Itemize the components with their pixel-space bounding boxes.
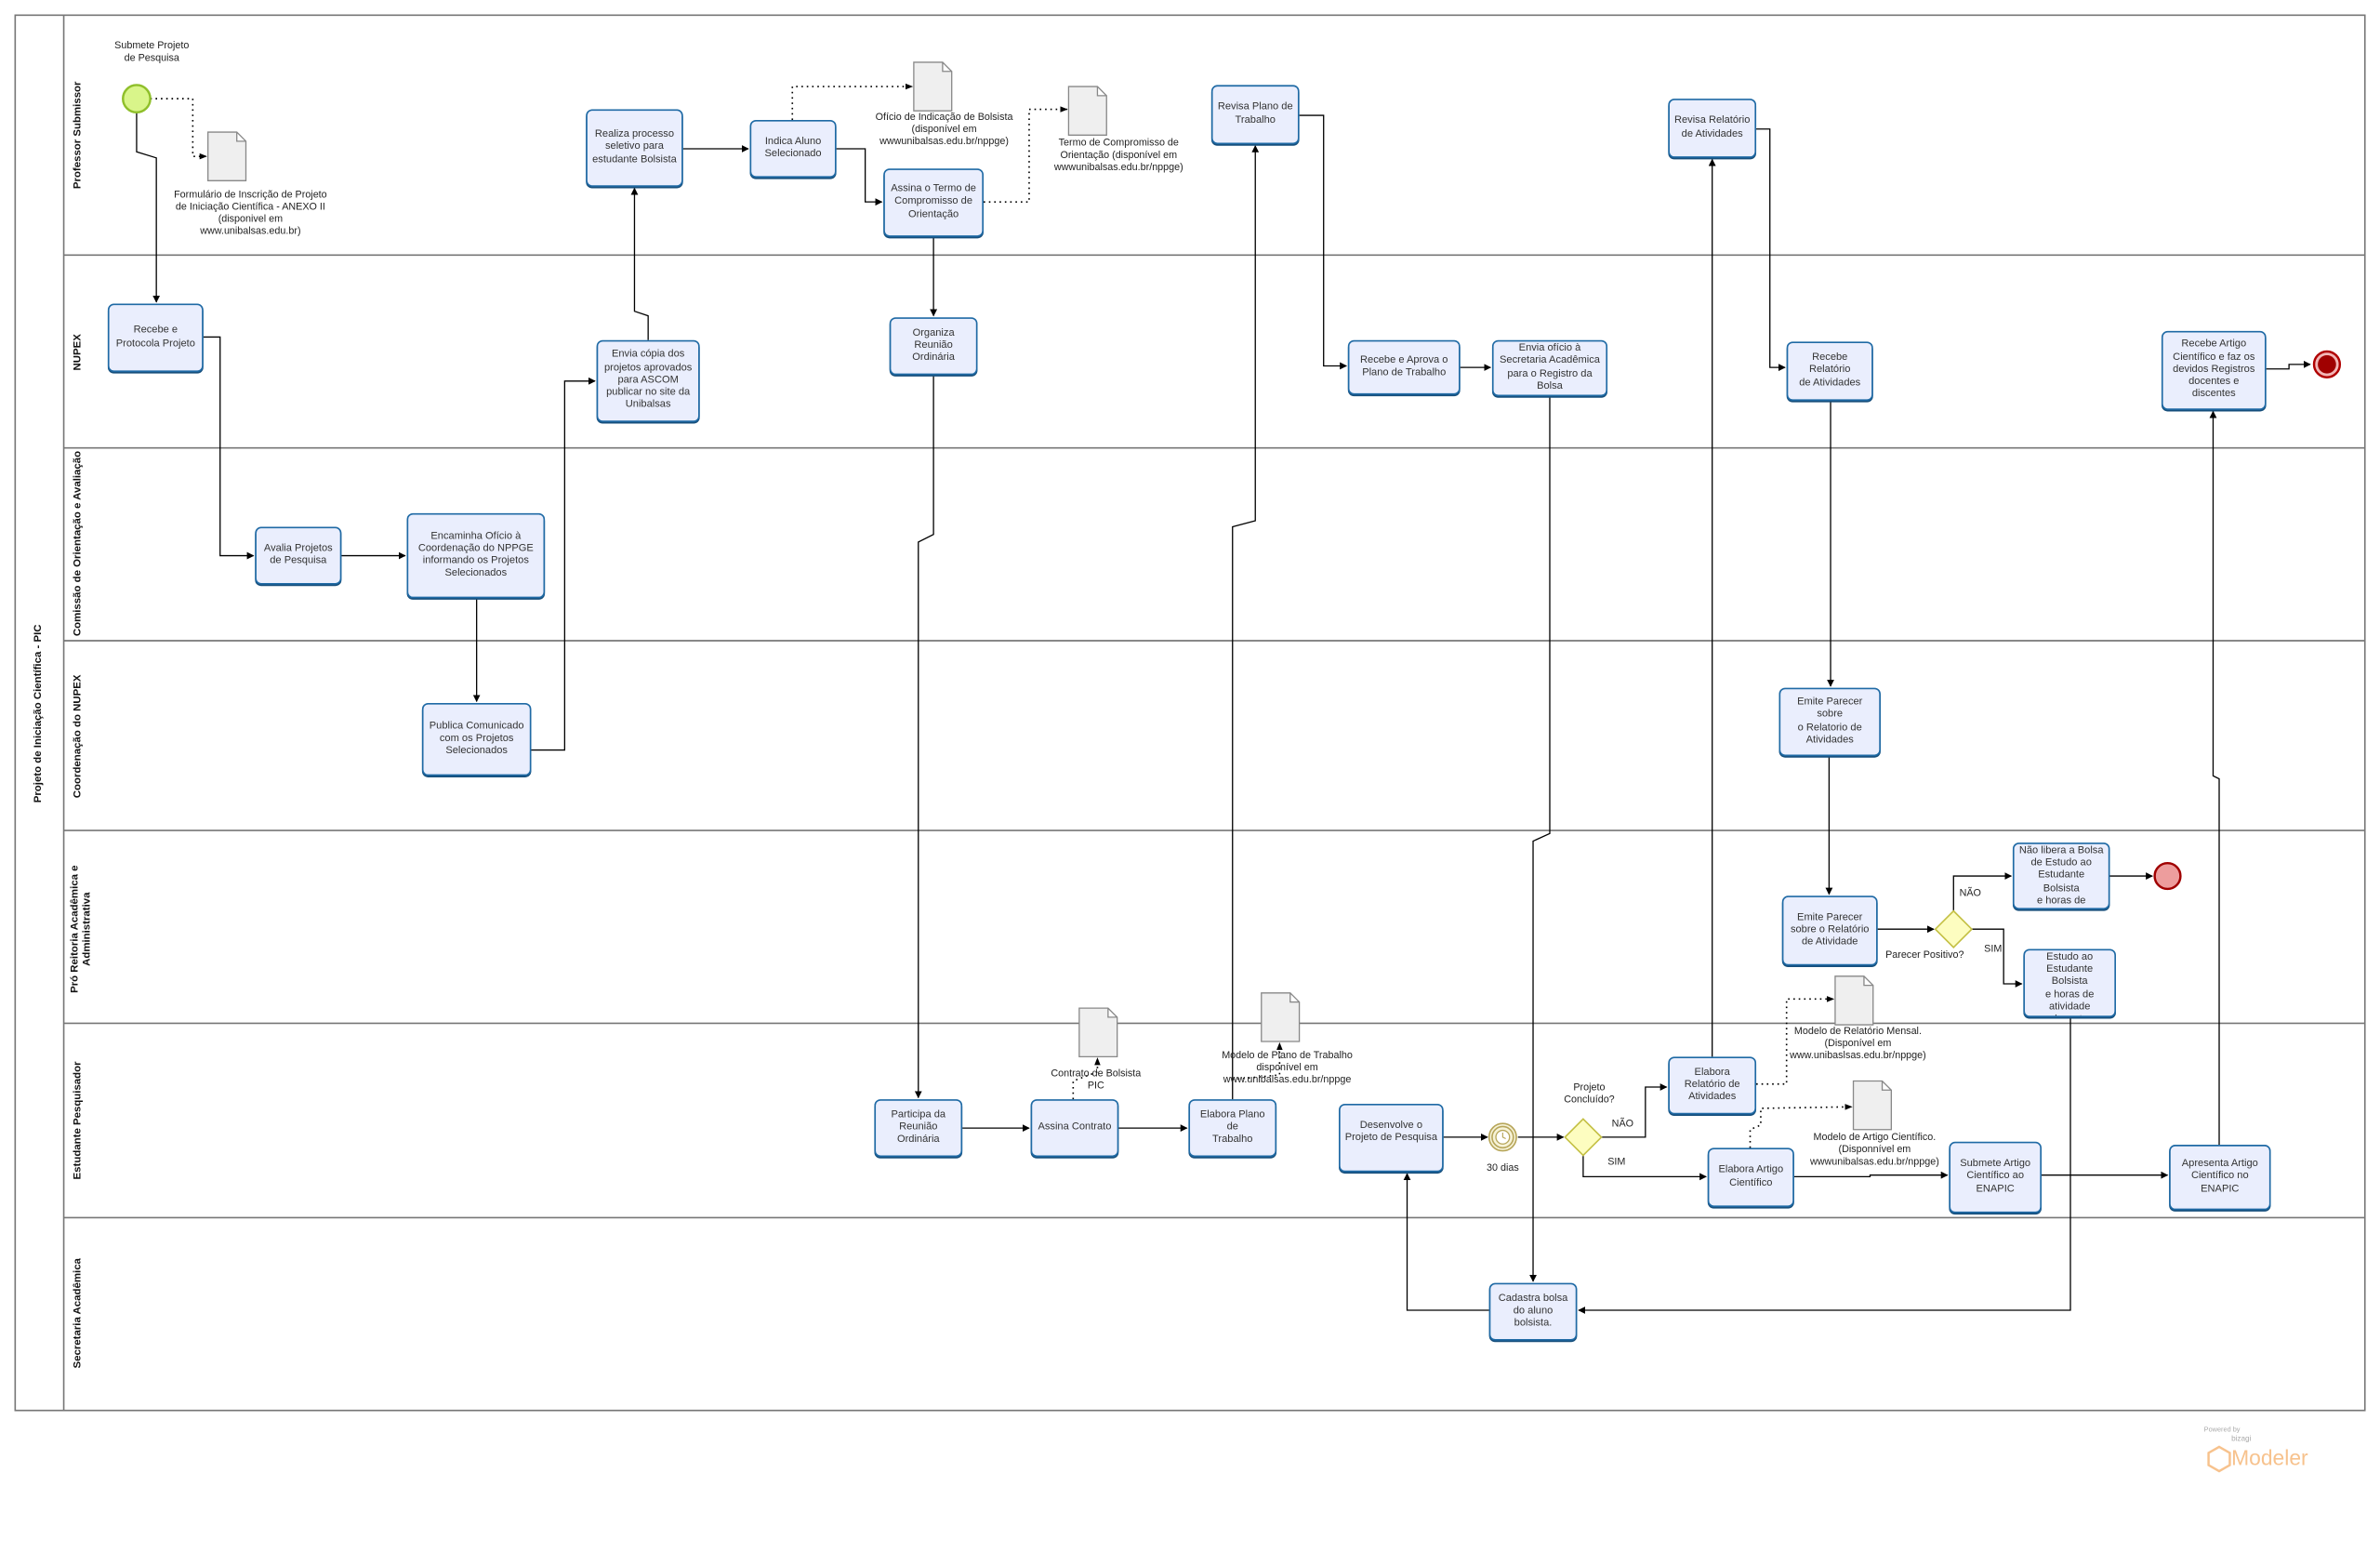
watermark-brand: bizagi [2231,1434,2252,1444]
document-termo-label: Termo de Compromisso de Orientação (disp… [1053,138,1183,174]
gateway-concluido-no: NÃO [1611,1119,1634,1130]
bizagi-logo-icon [2207,1445,2231,1473]
task-recebe-protocola-projeto[interactable]: Recebe e Protocola Projeto [107,303,204,373]
gateway-parecer-no: NÃO [1959,888,1981,899]
task-recebe-aprova-plano[interactable]: Recebe e Aprova o Plano de Trabalho [1347,339,1461,395]
flow-start-to-recebe [136,112,161,303]
start-event [122,84,152,114]
lane-coordenacao-nupex: Coordenação do NUPEX [73,674,84,799]
document-contrato-label: Contrato de Bolsista PIC [1051,1068,1142,1092]
watermark-powered-by: Powered by [2203,1426,2241,1434]
gateway-concluido-yes: SIM [1607,1157,1626,1168]
document-relatorio-label: Modelo de Relatório Mensal. (Disponível … [1790,1026,1926,1062]
task-publica-comunicado[interactable]: Publica Comunicado com os Projetos Selec… [421,702,532,776]
pool-title: Projeto de Iniciação Científica - PIC [33,624,45,803]
end-event [2312,350,2342,378]
task-participa-reuniao[interactable]: Participa da Reunião Ordinária [874,1099,963,1158]
task-revisa-relatorio[interactable]: Revisa Relatório de Atividades [1668,99,1757,158]
flow-organiza-to-participa [914,375,934,1099]
document-artigo-label: Modelo de Artigo Científico. (Disponníve… [1809,1132,1939,1168]
lane-professor-submissor: Professor Submissor [73,81,84,190]
task-emite-parecer-pro-reitoria[interactable]: Emite Parecer sobre o Relatório de Ativi… [1781,895,1878,966]
document-icon-formulario [207,131,247,181]
task-recebe-artigo[interactable]: Recebe Artigo Científico e faz os devido… [2161,330,2267,410]
document-icon-plano [1261,992,1301,1042]
task-indica-aluno[interactable]: Indica Aluno Selecionado [749,119,837,179]
task-organiza-reuniao[interactable]: Organiza Reunião Ordinária [889,317,978,376]
flow-artigo-to-submete [1793,1171,1949,1179]
lane-secretaria-academica: Secretaria Acadêmica [73,1258,84,1369]
lane-pro-reitoria: Pró Reitoria Acadêmica e Administrativa [70,865,93,993]
association-oficio [791,83,914,120]
task-avalia-projetos[interactable]: Avalia Projetos de Pesquisa [255,526,342,585]
lane-estudante-pesquisador: Estudante Pesquisador [73,1061,84,1180]
association-formulario [150,98,207,160]
flow-gateway2-sim [1971,928,2023,988]
timer-label: 30 dias [1487,1162,1519,1174]
gateway-concluido-label: Projeto Concluído? [1564,1082,1615,1106]
start-event-label: Submete Projeto de Pesquisa [114,41,190,64]
flow-apresenta-to-recebe [2209,410,2220,1146]
gateway-parecer-positivo [1934,909,1974,948]
flow-publica-to-envia [531,377,596,751]
task-elabora-artigo[interactable]: Elabora Artigo Científico [1707,1147,1794,1207]
flow-revisa-rel-to-recebe [1756,128,1786,372]
association-artigo [1749,1104,1853,1148]
end-event-nao-libera [2153,861,2182,891]
gateway-projeto-concluido [1564,1118,1603,1157]
task-emite-parecer-coordenacao[interactable]: Emite Parecer sobre o Relatorio de Ativi… [1778,687,1881,757]
gateway-parecer-yes: SIM [1984,944,2003,955]
document-icon-relatorio [1834,975,1874,1026]
timer-event [1488,1122,1517,1152]
task-apresenta-artigo[interactable]: Apresenta Artigo Científico no ENAPIC [2169,1145,2271,1211]
flow-envia-to-realiza [630,187,649,340]
flow-cadastra-to-desenvolve [1403,1173,1489,1311]
task-assina-contrato[interactable]: Assina Contrato [1030,1099,1119,1158]
pool [14,14,2366,1412]
task-submete-artigo[interactable]: Submete Artigo Científico ao ENAPIC [1949,1141,2042,1214]
task-desenvolve-projeto[interactable]: Desenvolve o Projeto de Pesquisa [1339,1103,1444,1173]
document-icon-artigo [1852,1080,1892,1131]
flow-oficio-to-cadastra [1529,396,1551,1282]
watermark-product: Modeler [2231,1445,2308,1470]
flow-indica-to-assina [836,148,883,206]
flow-gateway-sim [1582,1155,1707,1181]
task-envia-copia-ascom[interactable]: Envia cópia dos projetos aprovados para … [596,339,700,422]
flow-gateway2-nao [1952,872,2013,911]
task-encaminha-oficio[interactable]: Encaminha Ofício à Coordenação do NPPGE … [406,512,546,599]
task-libera-bolsa[interactable]: Libera a Bolsa de Estudo ao Estudante Bo… [2023,948,2116,1017]
association-relatorio [1756,996,1835,1085]
flow-libera-to-cadastra [1578,1016,2071,1314]
flow-revisa-to-aprova [1299,114,1347,370]
task-cadastra-bolsa[interactable]: Cadastra bolsa do aluno bolsista. [1488,1282,1578,1341]
task-nao-libera-bolsa[interactable]: Não libera a Bolsa de Estudo ao Estudant… [2012,842,2110,909]
document-oficio-label: Ofício de Indicação de Bolsista (disponí… [875,112,1013,148]
lane-comissao: Comissão de Orientação e Avaliação [73,450,84,637]
task-elabora-relatorio[interactable]: Elabora Relatório de Atividades [1668,1056,1757,1115]
flow-recebe-to-avalia [203,336,255,560]
task-elabora-plano[interactable]: Elabora Plano de Trabalho [1188,1099,1277,1158]
task-revisa-plano[interactable]: Revisa Plano de Trabalho [1210,85,1300,145]
document-icon-oficio [913,61,953,112]
task-recebe-relatorio[interactable]: Recebe Relatório de Atividades [1786,341,1873,402]
flow-plano-to-revisa [1232,144,1260,1100]
bizagi-watermark: Powered by bizagi Modeler [2204,1426,2341,1480]
task-realiza-processo-seletivo[interactable]: Realiza processo seletivo para estudante… [586,109,683,187]
flow-recebe-artigo-to-end [2266,360,2311,370]
task-envia-oficio-secretaria[interactable]: Envia ofício à Secretaria Acadêmica para… [1491,339,1608,397]
task-assina-termo[interactable]: Assina o Termo de Compromisso de Orienta… [883,168,984,237]
lane-nupex: NUPEX [73,334,84,371]
document-formulario-label: Formulário de Inscrição de Projeto de In… [174,190,327,237]
flow-gateway-nao [1601,1083,1668,1138]
document-icon-termo [1067,86,1107,136]
gateway-parecer-label: Parecer Positivo? [1885,950,1964,962]
document-plano-label: Modelo de Plano de Trabalho disponível e… [1222,1050,1353,1086]
document-icon-contrato [1078,1007,1118,1058]
